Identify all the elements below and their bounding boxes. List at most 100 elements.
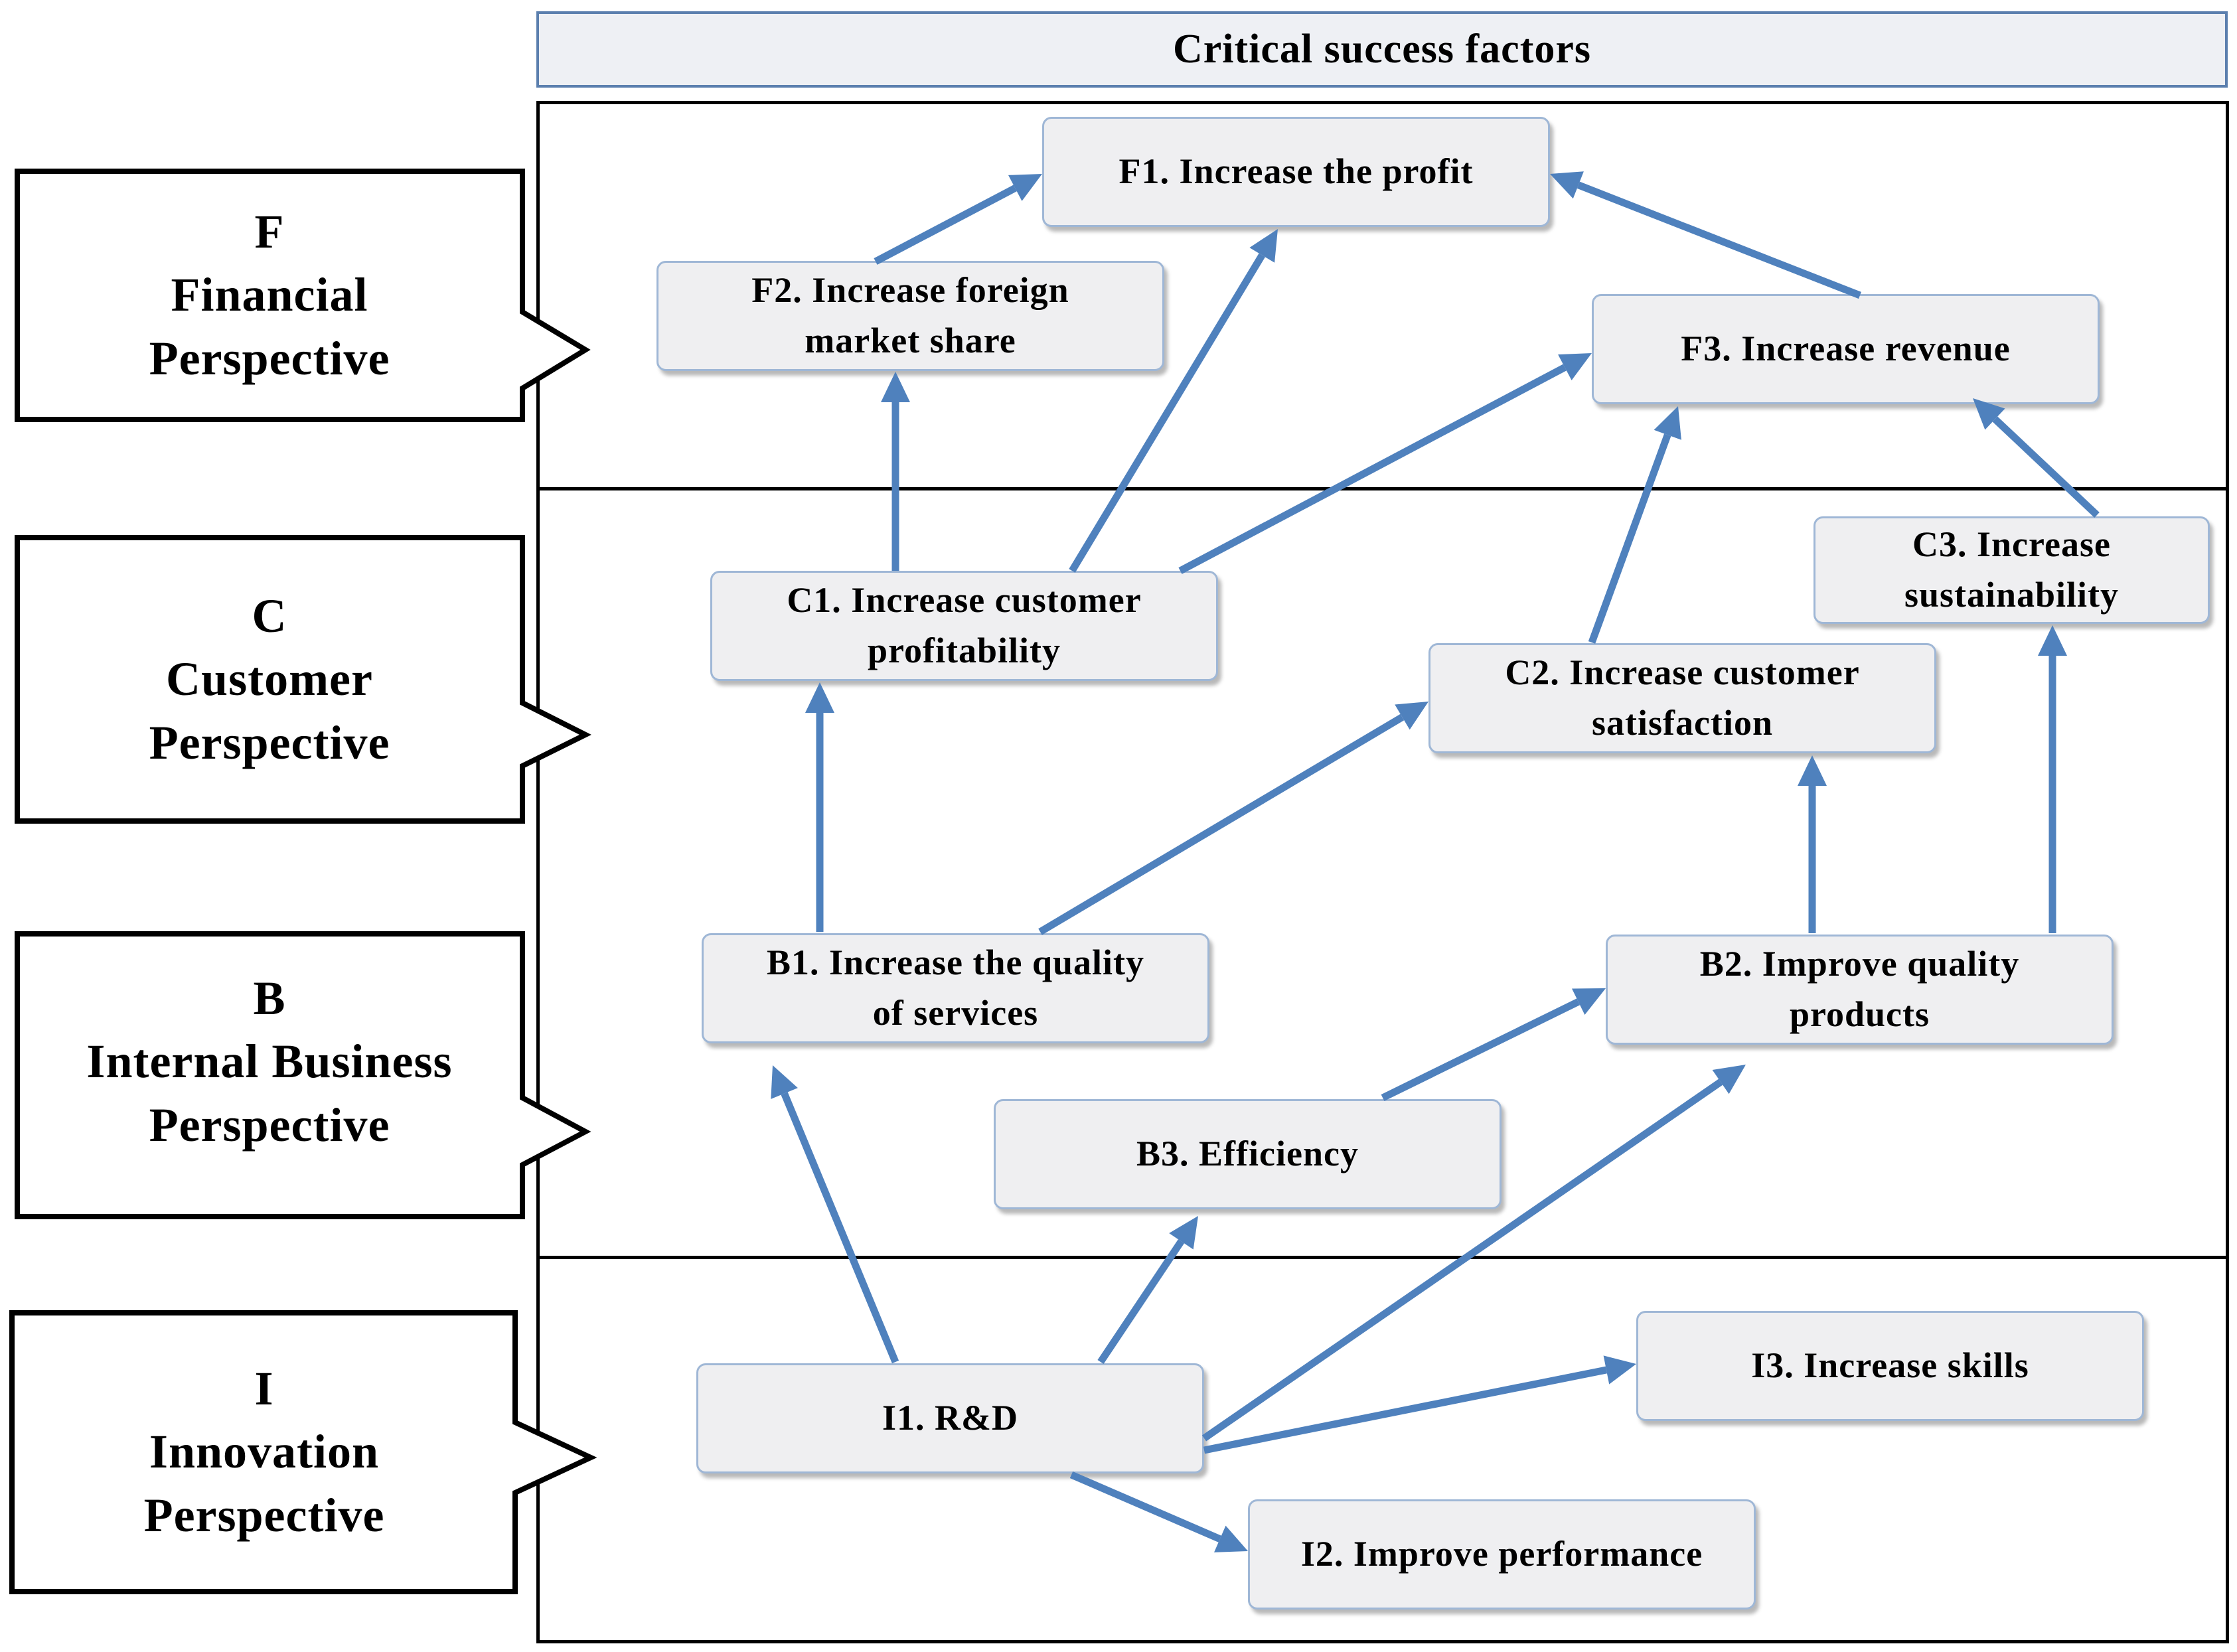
node-text: F2. Increase foreign [751, 270, 1069, 311]
arrow-i1-to-b2 [1201, 1065, 1746, 1442]
node-f2-foreign-market-share: F2. Increase foreign market share [656, 261, 1164, 371]
node-text: market share [805, 321, 1016, 360]
node-text: sustainability [1904, 575, 2120, 615]
node-text: F1. Increase the profit [1118, 151, 1474, 192]
arrow-head [1008, 174, 1042, 201]
arrow-head [1603, 1355, 1636, 1385]
arrow-c2-to-f3 [1588, 406, 1681, 644]
arrow-shaft [1178, 364, 1567, 574]
arrow-shaft [874, 185, 1017, 265]
financial-perspective-label: F Financial Perspective [20, 174, 519, 417]
arrow-b3-to-b2 [1381, 988, 1606, 1101]
node-c3-sustainability: C3. Increase sustainability [1813, 516, 2210, 624]
arrow-head [1395, 702, 1428, 730]
arrow-shaft [781, 1092, 899, 1364]
customer-callout [15, 535, 591, 824]
arrow-head [2038, 625, 2067, 656]
perspective-name: Financial [171, 268, 368, 322]
arrow-head [1214, 1525, 1248, 1552]
arrow-shaft [1097, 1239, 1185, 1365]
arrow-shaft [1992, 416, 2100, 518]
node-text: B1. Increase the quality [766, 942, 1144, 983]
arrow-head [771, 1065, 798, 1099]
arrows-layer [771, 171, 2100, 1552]
arrow-i1-to-i2 [1069, 1471, 1248, 1552]
arrow-i1-to-b1 [771, 1065, 899, 1364]
perspective-key: C [252, 589, 287, 643]
arrow-b2-to-c3 [2038, 625, 2067, 933]
arrow-shaft [1038, 713, 1405, 935]
arrow-i1-to-i3 [1203, 1355, 1636, 1454]
arrow-head [1572, 988, 1606, 1015]
node-text: C2. Increase customer [1505, 652, 1860, 693]
arrow-shaft [1203, 1366, 1607, 1454]
arrow-head [1654, 406, 1681, 440]
arrow-head [1798, 755, 1827, 786]
arrow-head [1169, 1216, 1198, 1250]
arrow-c1-to-f2 [881, 372, 910, 571]
node-b3-efficiency: B3. Efficiency [994, 1099, 1502, 1209]
arrow-b2-to-c2 [1798, 755, 1827, 933]
internal-business-callout [15, 931, 591, 1219]
arrow-c3-to-f3 [1973, 398, 2100, 518]
perspective-name: Customer [166, 652, 373, 706]
arrow-head [1973, 398, 2005, 430]
node-text: I1. R&D [882, 1398, 1018, 1438]
arrow-shaft [1381, 998, 1581, 1101]
node-text: C1. Increase customer [787, 580, 1142, 621]
node-f1-increase-profit: F1. Increase the profit [1042, 117, 1550, 227]
node-text: I3. Increase skills [1751, 1345, 2029, 1386]
node-text: I2. Improve performance [1300, 1534, 1703, 1574]
perspective-suffix: Perspective [149, 331, 390, 385]
node-text: profitability [867, 631, 1061, 670]
perspective-suffix: Perspective [149, 1098, 390, 1152]
node-text: C3. Increase [1912, 524, 2111, 565]
arrow-f3-to-f1 [1550, 171, 1862, 299]
node-i2-improve-performance: I2. Improve performance [1248, 1499, 1756, 1610]
arrow-shaft [1069, 1471, 1221, 1542]
node-i3-increase-skills: I3. Increase skills [1636, 1311, 2144, 1421]
arrow-head [1550, 171, 1584, 199]
arrow-head [1558, 353, 1592, 380]
node-c2-customer-satisfaction: C2. Increase customer satisfaction [1428, 643, 1936, 753]
arrow-head [1249, 229, 1278, 263]
node-text: F3. Increase revenue [1681, 329, 2011, 369]
perspective-key: B [253, 972, 286, 1025]
perspective-key: F [254, 205, 285, 259]
arrow-b1-to-c1 [805, 682, 834, 932]
perspective-suffix: Perspective [143, 1488, 385, 1542]
perspective-name: Internal Business [86, 1035, 453, 1089]
arrow-shaft [1577, 181, 1862, 299]
node-b2-quality-products: B2. Improve quality products [1606, 935, 2114, 1045]
arrow-shaft [1588, 433, 1671, 644]
node-f3-increase-revenue: F3. Increase revenue [1592, 294, 2100, 404]
internal-business-perspective-label: B Internal Business Perspective [20, 937, 519, 1187]
arrow-head [881, 372, 910, 402]
innovation-perspective-label: I Innovation Perspective [15, 1327, 514, 1577]
arrow-i1-to-b3 [1097, 1216, 1198, 1365]
node-text: of services [872, 993, 1039, 1033]
node-text: satisfaction [1592, 703, 1773, 743]
node-b1-quality-of-services: B1. Increase the quality of services [702, 933, 1209, 1043]
arrow-c1-to-f1 [1069, 229, 1278, 573]
perspective-key: I [254, 1362, 274, 1416]
arrow-shaft [1201, 1079, 1723, 1442]
node-text: B2. Improve quality [1699, 944, 2020, 984]
arrow-shaft [1069, 253, 1265, 573]
financial-callout [15, 169, 591, 422]
arrow-b1-to-c2 [1038, 702, 1428, 935]
arrow-c1-to-f3 [1178, 353, 1592, 574]
diagram-title: Critical success factors [536, 11, 2228, 88]
node-c1-customer-profitability: C1. Increase customer profitability [710, 571, 1218, 681]
node-text: products [1789, 994, 1930, 1034]
arrow-f2-to-f1 [874, 174, 1042, 265]
customer-perspective-label: C Customer Perspective [20, 555, 519, 804]
node-text: B3. Efficiency [1136, 1134, 1359, 1174]
arrow-head [805, 682, 834, 713]
arrow-head [1712, 1065, 1746, 1094]
perspective-name: Innovation [149, 1425, 380, 1479]
innovation-callout [9, 1310, 597, 1594]
perspective-suffix: Perspective [149, 715, 390, 769]
